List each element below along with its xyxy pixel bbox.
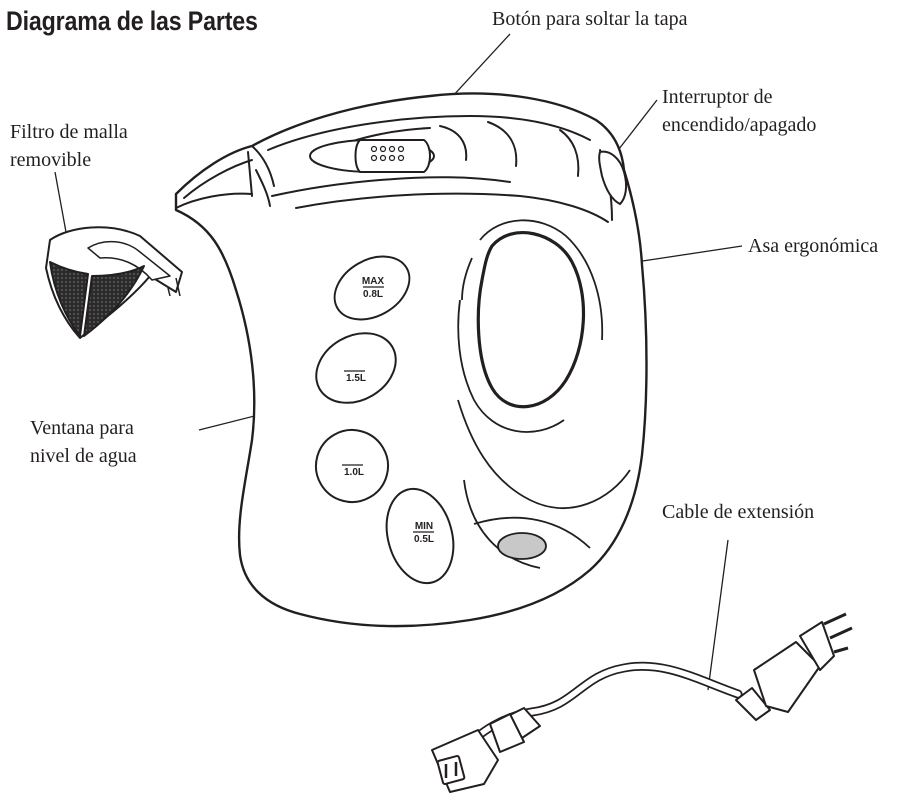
page-title: Diagrama de las Partes	[6, 6, 258, 36]
water-level-windows	[315, 255, 455, 585]
level-min-mark: MIN	[415, 521, 433, 532]
handle-label: Asa ergonómica	[748, 235, 879, 257]
level-max-mark: MAX	[362, 276, 385, 287]
water-window-label-line1: Ventana para	[30, 417, 134, 439]
power-switch-label-line2: encendido/apagado	[662, 114, 817, 136]
cord-connector	[431, 707, 541, 793]
level-08-mark: 0.8L	[363, 289, 383, 300]
level-15-mark: 1.5L	[346, 373, 366, 384]
level-10-mark: 1.0L	[344, 467, 364, 478]
water-window-label-line2: nivel de agua	[30, 445, 137, 467]
kettle-body	[174, 92, 648, 628]
level-markings	[342, 286, 434, 533]
mesh-filter-label-line2: removible	[10, 149, 92, 171]
level-05-mark: 0.5L	[414, 534, 434, 545]
lid-release-button-label: Botón para soltar la tapa	[492, 8, 688, 30]
power-switch	[598, 150, 628, 206]
power-switch-label-line1: Interruptor de	[662, 86, 773, 108]
cord-plug	[735, 612, 853, 721]
lid-release-button	[309, 139, 435, 173]
handle-opening	[457, 219, 604, 433]
indicator-light	[497, 532, 547, 560]
mesh-filter	[45, 226, 183, 339]
mesh-filter-label-line1: Filtro de malla	[10, 121, 128, 143]
power-cord-label: Cable de extensión	[662, 501, 815, 523]
